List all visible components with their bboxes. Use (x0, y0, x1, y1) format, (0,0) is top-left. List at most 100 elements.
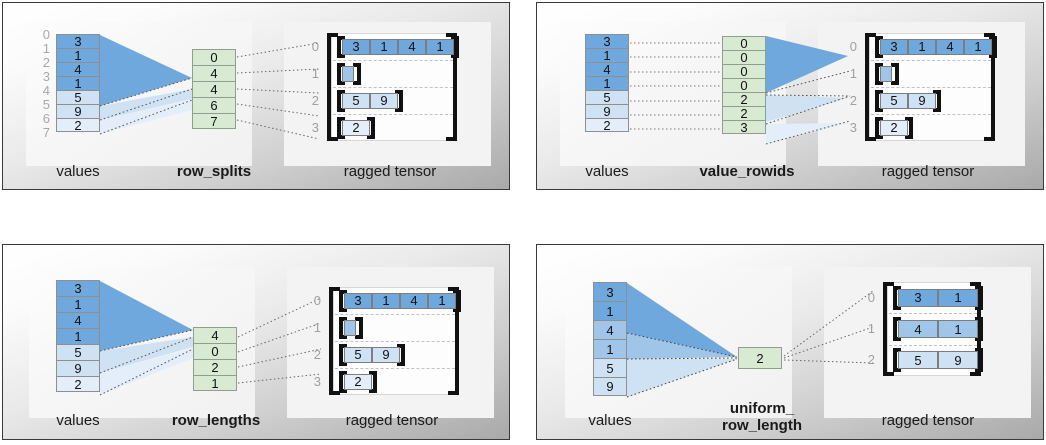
row-separator (335, 341, 455, 342)
value-cell: 9 (56, 360, 100, 376)
encoding-label: row_splits (176, 163, 252, 180)
row-separator (335, 368, 455, 369)
tensor-cell: 5 (898, 351, 938, 370)
encoding-cell: 4 (193, 327, 237, 343)
value-index-label: 5 (42, 97, 50, 112)
value-cell: 1 (56, 296, 100, 312)
value-index-label: 1 (42, 41, 50, 56)
value-cell: 3 (585, 34, 629, 49)
tensor-cell: 1 (938, 320, 978, 338)
value-index-label: 0 (42, 27, 50, 42)
encoding-cell: 2 (722, 92, 766, 107)
value-cell: 4 (56, 62, 100, 77)
value-cell: 1 (593, 339, 627, 358)
tensor-cell: 9 (908, 92, 936, 109)
tensor-cell-empty (344, 319, 356, 336)
encoding-label: value_rowids (699, 163, 795, 180)
row-separator (333, 114, 453, 115)
tensor-cell: 9 (370, 92, 398, 109)
encoding-cell: 0 (722, 36, 766, 51)
value-cell: 3 (56, 280, 100, 296)
tensor-cell: 9 (938, 351, 978, 370)
values-label: values (56, 163, 100, 180)
tensor-cell: 1 (908, 38, 936, 55)
row-separator (333, 60, 453, 61)
encoding-cell: 4 (192, 81, 236, 97)
tensor-cell: 2 (880, 119, 908, 136)
encoding-cell: 1 (193, 375, 237, 391)
encoding-cell: 0 (193, 343, 237, 359)
value-index-label: 7 (42, 125, 50, 140)
row-separator (889, 313, 977, 315)
encoding-cell: 0 (722, 64, 766, 79)
value-cell: 1 (585, 76, 629, 91)
value-cell: 1 (593, 301, 627, 320)
tensor-cell: 4 (400, 292, 428, 309)
values-label: values (588, 412, 632, 429)
value-index-label: 4 (42, 83, 50, 98)
tensor-cell-empty (342, 65, 354, 82)
tensor-cell: 4 (936, 38, 964, 55)
tensor-row-index: 1 (867, 321, 875, 336)
row-separator (871, 60, 991, 61)
encoding-label: uniform_ row_length (721, 400, 802, 434)
row-separator (335, 314, 455, 315)
encoding-cell: 7 (192, 113, 236, 129)
encoding-cell: 0 (722, 78, 766, 93)
value-cell: 1 (56, 76, 100, 91)
tensor-row-index: 1 (311, 65, 319, 81)
tensor-cell: 4 (898, 320, 938, 338)
encoding-cell: 2 (722, 106, 766, 121)
tensor-cell: 9 (372, 346, 400, 363)
tensor-cell: 1 (370, 38, 398, 55)
encoding-cell-uniform-row-length: 2 (738, 347, 782, 369)
row-separator (333, 87, 453, 88)
value-cell: 3 (593, 282, 627, 301)
value-index-label: 2 (42, 55, 50, 70)
value-cell: 4 (585, 62, 629, 77)
tensor-cell: 5 (344, 346, 372, 363)
tensor-row-index: 1 (313, 319, 321, 335)
encoding-cell: 0 (722, 50, 766, 65)
value-cell: 4 (56, 312, 100, 328)
value-cell: 5 (585, 90, 629, 105)
encoding-label: row_lengths (171, 412, 261, 429)
value-cell: 3 (56, 34, 100, 49)
value-cell: 2 (56, 118, 100, 133)
tensor-label: ragged tensor (345, 412, 439, 429)
tensor-cell: 3 (342, 38, 370, 55)
tensor-row-index: 3 (311, 119, 319, 135)
value-cell: 5 (56, 344, 100, 360)
tensor-cell: 1 (964, 38, 992, 55)
tensor-cell: 1 (938, 288, 978, 307)
value-cell: 1 (56, 328, 100, 344)
value-cell: 5 (593, 358, 627, 377)
tensor-label: ragged tensor (343, 163, 437, 180)
row-separator (889, 344, 977, 346)
value-index-label: 3 (42, 69, 50, 84)
value-cell: 2 (585, 118, 629, 133)
tensor-cell: 5 (880, 92, 908, 109)
row-separator (871, 87, 991, 88)
tensor-cell: 3 (898, 288, 938, 307)
tensor-row-index: 3 (849, 119, 857, 135)
tensor-row-index: 2 (313, 346, 321, 362)
encoding-cell: 4 (192, 65, 236, 81)
tensor-label: ragged tensor (881, 163, 975, 180)
encoding-cell: 3 (722, 120, 766, 135)
encoding-cell: 2 (193, 359, 237, 375)
